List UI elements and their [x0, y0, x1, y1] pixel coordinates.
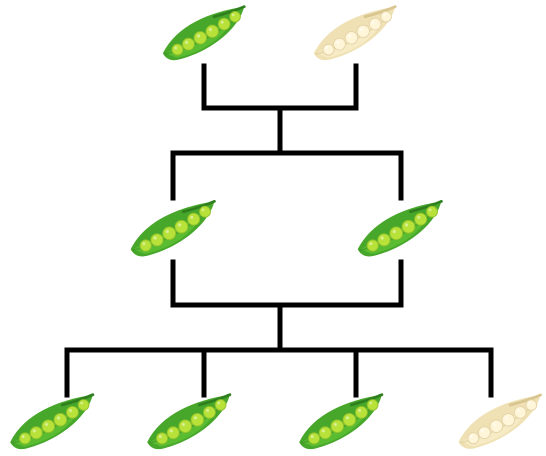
green-pea-pod-icon	[163, 7, 244, 61]
yellow-pea-pod-icon	[314, 7, 395, 61]
green-pea-pod-icon	[299, 395, 382, 449]
pedigree-lines	[67, 66, 491, 395]
green-pea-pod-icon	[147, 395, 230, 449]
green-pea-pod-icon	[10, 395, 93, 449]
green-pea-pod-icon	[358, 201, 442, 256]
green-pea-pod-icon	[131, 201, 215, 256]
f1-cross-line	[173, 262, 401, 305]
yellow-pea-pod-icon	[459, 395, 541, 449]
parent-cross-line	[204, 66, 356, 108]
